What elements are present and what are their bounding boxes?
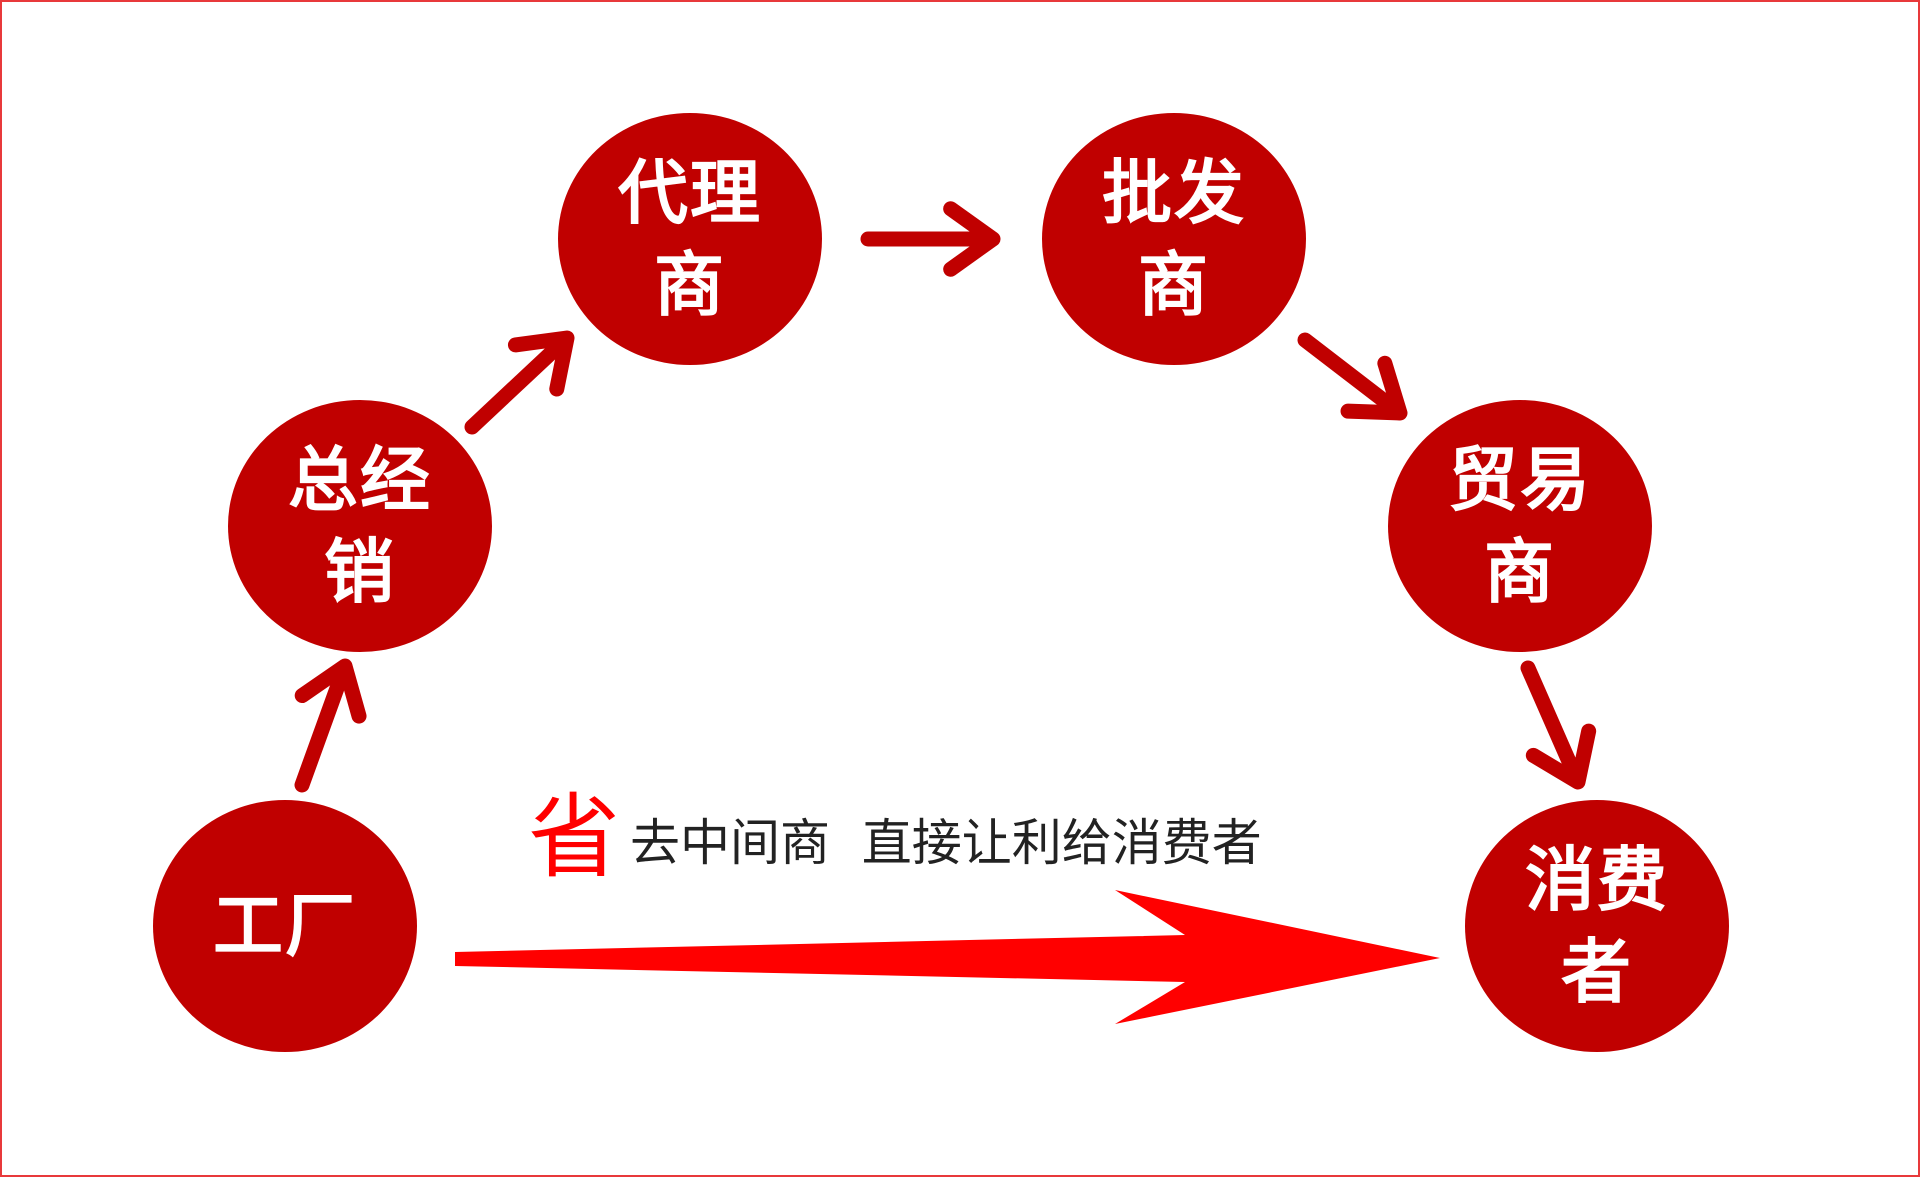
arrow-trader-to-consumer	[1520, 660, 1597, 790]
node-general-distributor: 总经 销	[228, 400, 492, 652]
direct-path-arrow	[455, 890, 1440, 1024]
node-agent-label: 代理 商	[618, 151, 762, 326]
node-agent: 代理 商	[558, 113, 822, 365]
node-factory-label: 工厂	[213, 884, 357, 967]
arrow-general-distributor-to-agent	[464, 330, 575, 435]
node-trader-label: 贸易 商	[1448, 438, 1592, 613]
node-wholesaler: 批发 商	[1042, 113, 1306, 365]
node-consumer: 消费 者	[1465, 800, 1729, 1052]
node-general-distributor-label: 总经 销	[288, 438, 432, 613]
slogan: 省 去中间商 直接让利给消费者	[528, 778, 1262, 888]
node-wholesaler-label: 批发 商	[1102, 151, 1246, 326]
node-consumer-label: 消费 者	[1525, 838, 1669, 1013]
node-factory: 工厂	[153, 800, 417, 1052]
arrow-wholesaler-to-trader	[1297, 332, 1408, 421]
node-trader: 贸易 商	[1388, 400, 1652, 652]
arrow-factory-to-general-distributor	[294, 658, 367, 793]
arrow-agent-to-wholesaler	[860, 201, 1001, 277]
slogan-text: 去中间商 直接让利给消费者	[630, 814, 1262, 872]
slogan-highlight-char: 省	[528, 784, 621, 891]
